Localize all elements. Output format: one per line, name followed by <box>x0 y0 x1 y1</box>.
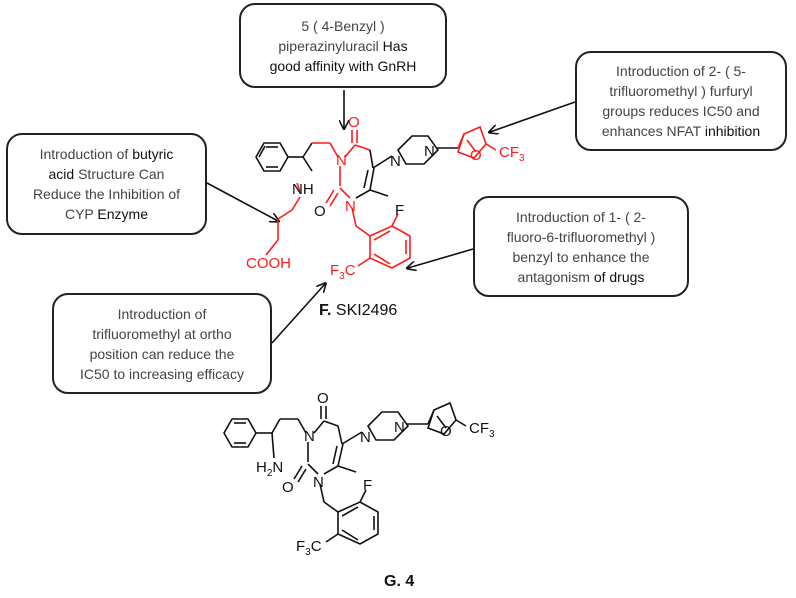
uracil-ring-f <box>325 130 389 227</box>
molecule-g <box>223 401 467 545</box>
labels-g: O N N O H2N N N O CF3 F F3C <box>256 390 495 558</box>
arrow-ortho <box>271 284 325 344</box>
atom-cf3-benzyl-g: F3C <box>296 538 322 558</box>
labels-f: O N N O NH N N O CF3 F F3C COOH <box>246 114 525 282</box>
atom-cf3-furan-g: CF3 <box>469 420 495 440</box>
furan-ring-g <box>426 401 457 435</box>
atom-n-pip1-f: N <box>390 153 401 170</box>
callout-furfuryl: Introduction of 2- ( 5- trifluoromethyl … <box>575 51 787 151</box>
arrow-benzyl <box>408 248 474 268</box>
atom-cf3-furan-f: CF3 <box>499 144 525 164</box>
caption-f: F. SKI2496 <box>319 302 398 319</box>
benzyl-ring-g <box>337 501 379 545</box>
atom-o-left-g: O <box>282 479 294 496</box>
arrows <box>206 90 576 344</box>
atom-n-pip1-g: N <box>360 429 371 446</box>
atom-f-g: F <box>363 477 372 494</box>
atom-n3-g: N <box>304 428 315 445</box>
piperazine-ring-f <box>372 135 458 169</box>
furan-ring-f <box>456 125 497 159</box>
atom-nh-f: NH <box>292 181 314 198</box>
chain-f <box>265 142 339 256</box>
atom-n1-f: N <box>345 198 356 215</box>
callout-gnrh-affinity: 5 ( 4-Benzyl ) piperazinyluracil Has goo… <box>239 3 447 88</box>
atom-n3-f: N <box>336 152 347 169</box>
callout-butyric-acid: Introduction of butyric acid Structure C… <box>6 133 207 235</box>
atom-n-pip2-g: N <box>394 419 405 436</box>
piperazine-ring-g <box>367 411 410 441</box>
atom-n-pip2-f: N <box>424 143 435 160</box>
atom-o-top-g: O <box>317 390 329 407</box>
atom-o-top-f: O <box>348 114 360 131</box>
atom-cooh-f: COOH <box>246 255 291 272</box>
callout-benzyl: Introduction of 1- ( 2- fluoro-6-trifluo… <box>473 196 689 297</box>
phenyl-ring-g <box>223 418 257 448</box>
callout-ortho-trifluoromethyl: Introduction of trifluoromethyl at ortho… <box>52 293 272 394</box>
phenyl-ring-f <box>255 142 303 172</box>
arrow-butyric <box>206 182 278 221</box>
atom-f-f: F <box>395 202 404 219</box>
atom-h2n-g: H2N <box>256 459 283 479</box>
atom-o-left-f: O <box>314 203 326 220</box>
benzyl-ring-f <box>355 213 411 269</box>
atom-o-furan-g: O <box>440 423 452 440</box>
atom-o-furan-f: O <box>470 147 482 164</box>
caption-g: G. 4 <box>384 573 415 590</box>
arrow-furfuryl <box>490 101 576 132</box>
molecule-f <box>255 125 497 269</box>
atom-cf3-benzyl-f: F3C <box>330 262 356 282</box>
atom-n1-g: N <box>313 474 324 491</box>
